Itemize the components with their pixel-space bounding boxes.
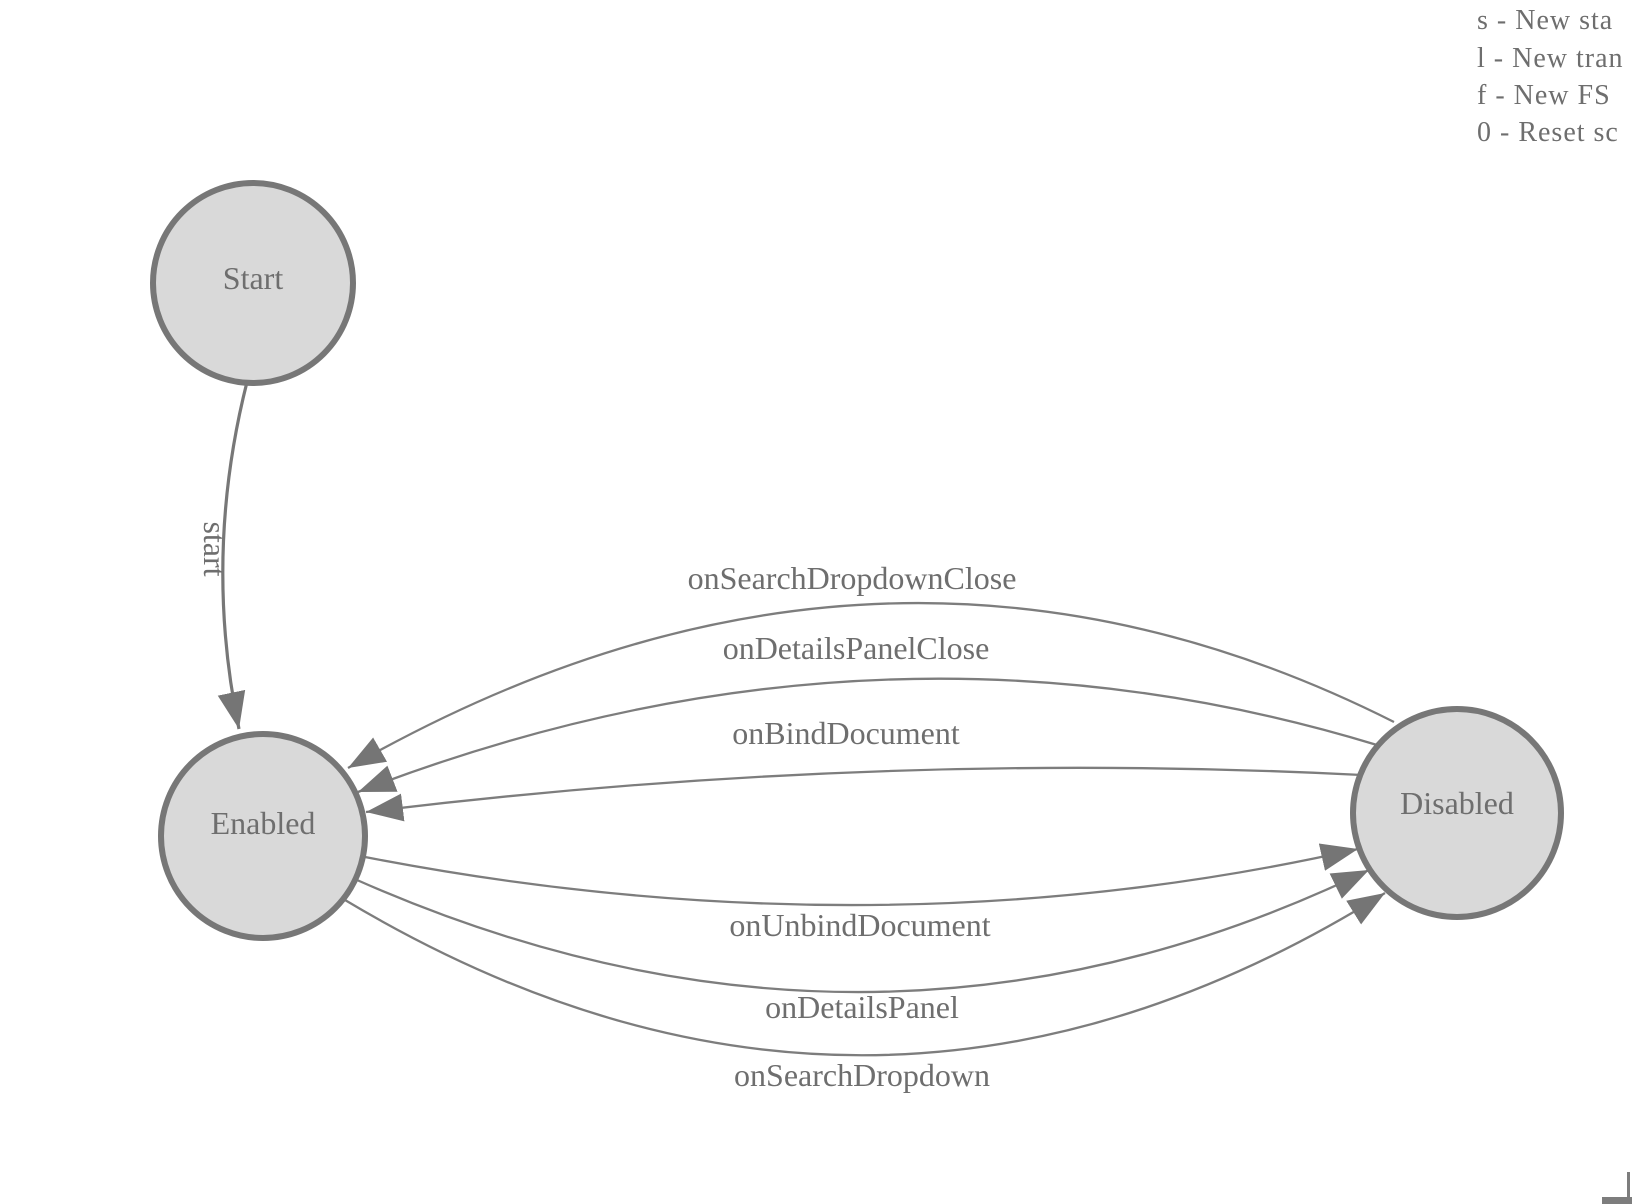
state-label-start: Start <box>223 260 284 296</box>
edge-disabled-to-enabled-onSearchDropdownClose[interactable] <box>347 601 1395 769</box>
frame-corner-bracket <box>1602 1172 1632 1204</box>
edge-label-onDetailsPanel: onDetailsPanel <box>765 989 959 1025</box>
frame-corner-vertical <box>1627 1172 1630 1198</box>
edge-label-start: start <box>197 521 233 576</box>
edge-enabled-to-disabled-onSearchDropdown[interactable] <box>344 892 1386 1057</box>
edge-start-to-enabled[interactable] <box>217 381 249 730</box>
state-node-enabled[interactable]: Enabled <box>158 731 368 941</box>
state-circle-start[interactable] <box>150 180 356 386</box>
edge-enabled-to-disabled-onUnbindDocument[interactable] <box>364 843 1359 907</box>
shortcut-legend: s - New sta l - New tran f - New FS 0 - … <box>1477 5 1624 148</box>
state-label-disabled: Disabled <box>1400 785 1514 821</box>
legend-line-reset: 0 - Reset sc <box>1477 117 1619 148</box>
edge-enabled-to-disabled-onDetailsPanel[interactable] <box>356 868 1370 994</box>
edge-label-onSearchDropdown: onSearchDropdown <box>734 1057 990 1093</box>
state-circle-disabled[interactable] <box>1350 706 1564 920</box>
legend-line-new-state: s - New sta <box>1477 5 1613 36</box>
state-circle-enabled[interactable] <box>158 731 368 941</box>
legend-line-new-fsm: f - New FS <box>1477 80 1611 111</box>
edge-disabled-to-enabled-onDetailsPanelClose[interactable] <box>357 677 1378 794</box>
edge-label-onBindDocument: onBindDocument <box>732 715 960 751</box>
edge-disabled-to-enabled-onBindDocument[interactable] <box>365 766 1363 822</box>
state-node-disabled[interactable]: Disabled <box>1350 706 1564 920</box>
edge-label-onUnbindDocument: onUnbindDocument <box>729 907 990 943</box>
edge-label-onSearchDropdownClose: onSearchDropdownClose <box>688 560 1017 596</box>
state-label-enabled: Enabled <box>211 805 316 841</box>
edge-label-onDetailsPanelClose: onDetailsPanelClose <box>723 630 990 666</box>
frame-corner-horizontal <box>1602 1197 1632 1204</box>
legend-line-new-transition: l - New tran <box>1477 43 1624 74</box>
state-node-start[interactable]: Start <box>150 180 356 386</box>
